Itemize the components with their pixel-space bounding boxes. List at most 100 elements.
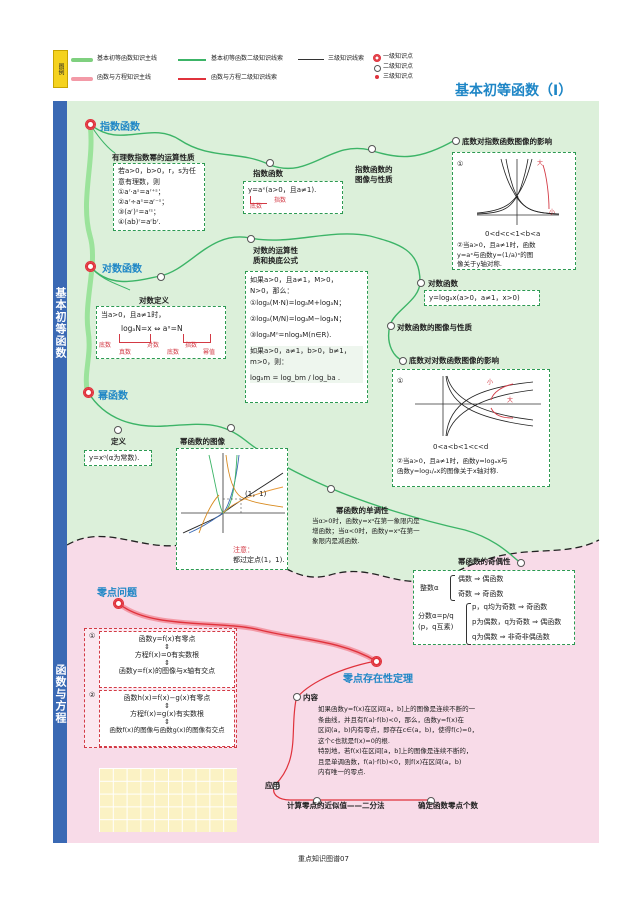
log-def-box: 当a>0，且a≠1时， logₐN=x ⇔ aˣ=N 底数 真数 对数 底数 指… — [96, 306, 226, 359]
zero-box: ① 函数y=f(x)有零点 ⇕ 方程f(x)=0有实数根 ⇕ 函数y=f(x)的… — [84, 628, 237, 748]
legend-secondary-swatch — [178, 59, 206, 61]
legend-level1: 一级知识点 — [383, 53, 414, 60]
log-rule-2: ②logₐ(M/N)=logₐM−logₐN； — [250, 315, 346, 323]
legend-eq-secondary-swatch — [178, 78, 206, 80]
exp-def-label-index: 指数 — [274, 197, 287, 204]
log-rule-1: ①logₐ(M·N)=logₐM+logₐN； — [250, 299, 346, 307]
node-dot-bisection — [313, 797, 321, 805]
parity-int-a: 整数α — [420, 584, 439, 592]
node-dot-content — [293, 693, 301, 701]
node-exp-base-effect: 底数对指数函数图像的影响 — [462, 137, 552, 146]
node-dot-power-def — [114, 426, 122, 434]
legend-level1-icon — [373, 54, 381, 62]
exp-effect-note: ②当a>0，且a≠1时，函数 y=aˣ与函数y=(1/a)ˣ的图 像关于y轴对称… — [457, 241, 536, 268]
legend-eq-main-line: 函数与方程知识主线 — [97, 74, 152, 81]
log-effect-ineq: 0<a<b<1<c<d — [433, 443, 489, 451]
log-def-label-base: 底数 — [99, 342, 112, 349]
parity-frac-a: 分数α=p/q (p，q互素) — [418, 612, 454, 631]
log-def-bracket-right — [183, 334, 211, 343]
exp-rule-1: ①aʳ·aˢ=aʳ⁺ˢ； — [118, 188, 165, 196]
node-exp-fn: 指数函数 — [100, 122, 140, 133]
legend-main-line: 基本初等函数知识主线 — [97, 55, 158, 62]
power-mono-text: 当α>0时，函数y=xᵅ在第一象限内是 增函数；当α<0时，函数y=xᵅ在第一 … — [312, 517, 420, 545]
node-dot-power-parity — [517, 559, 525, 567]
exp-def-box: y=aˣ(a>0，且a≠1). 底数 指数 — [243, 181, 343, 214]
legend-level3: 三级知识点 — [383, 73, 414, 80]
log-effect-note: ②当a>0，且a≠1时，函数y=logₐx与 函数y=log₁/ₐx的图像关于x… — [397, 457, 508, 475]
node-power-parity: 幂函数的奇偶性 — [458, 557, 511, 566]
power-graph-point: (1，1) — [245, 490, 267, 498]
log-def-label-index: 指数 — [185, 342, 198, 349]
legend-level3-icon — [375, 75, 379, 79]
power-def-formula: y=xᵅ(α为常数). — [89, 454, 140, 462]
log-change-intro: 如果a>0，a≠1，b>0，b≠1， m>0，则： — [250, 347, 351, 366]
log-def-label-true: 真数 — [119, 349, 132, 356]
log-def2-formula: y=logₐx(a>0，a≠1，x>0) — [429, 294, 520, 302]
node-content: 内容 — [303, 693, 318, 702]
zero-b1: 函数h(x)=f(x)−g(x)有零点 — [123, 694, 211, 702]
zero-b2: 方程f(x)=g(x)有实数根 — [130, 710, 204, 718]
node-exp-fn2: 指数函数 — [253, 169, 283, 178]
legend-level2-icon — [374, 65, 381, 72]
theorem-text: 如果函数y=f(x)在区间[a，b]上的图像是连续不断的一 条曲线，并且有f(a… — [318, 705, 479, 776]
parity-brace-1 — [450, 575, 455, 601]
zero-a3: 函数y=f(x)的图像与x轴有交点 — [118, 667, 216, 675]
exp-effect-c1: ① — [457, 160, 464, 168]
node-dot-log2 — [417, 279, 425, 287]
power-graph — [181, 453, 285, 534]
zero-inner-1: 函数y=f(x)有零点 ⇕ 方程f(x)=0有实数根 ⇕ 函数y=f(x)的图像… — [99, 631, 235, 688]
node-zero-problem: 零点问题 — [97, 588, 137, 599]
node-dot-exp-graph — [368, 145, 376, 153]
node-marker-exp — [85, 119, 96, 130]
node-exp-graph: 指数函数的 图像与性质 — [355, 165, 393, 184]
parity-f1: p，q均为奇数 ⇒ 奇函数 — [472, 603, 548, 611]
exp-def-bracket — [250, 196, 267, 204]
zero-arrow-a2: ⇕ — [164, 659, 170, 667]
exp-effect-big: 大 — [537, 160, 544, 167]
parity-f2: p为偶数，q为奇数 ⇒ 偶函数 — [472, 618, 562, 626]
node-log-fn2: 对数函数 — [428, 279, 458, 288]
exp-effect-ineq: 0<d<c<1<b<a — [485, 230, 541, 238]
zero-arrow-b1: ⇕ — [164, 702, 170, 710]
node-log-base-effect: 底数对对数函数图像的影响 — [409, 356, 499, 365]
exp-def-formula: y=aˣ(a>0，且a≠1). — [248, 186, 317, 194]
legend-level2: 二级知识点 — [383, 63, 414, 70]
exp-rules-intro: 若a>0，b>0，r，s为任 意有理数，则 — [118, 167, 196, 186]
zero-c2: ② — [89, 691, 96, 699]
parity-f3: q为偶数 ⇒ 非奇非偶函数 — [472, 633, 550, 641]
log-def-label-power: 幂值 — [203, 349, 216, 356]
sidebar-top: 基本初等函数 — [53, 101, 67, 545]
parity-odd: 奇数 ⇒ 奇函数 — [458, 590, 504, 598]
node-power-fn: 幂函数 — [98, 391, 128, 402]
zero-arrow-b2: ⇕ — [164, 718, 170, 726]
node-dot-log-effect — [399, 357, 407, 365]
node-log-def: 对数定义 — [139, 296, 169, 305]
log-rule-3: ③logₐMⁿ=nlogₐM(n∈R). — [250, 331, 332, 339]
log-rules-intro: 如果a>0，且a≠1，M>0， N>0，那么： — [250, 276, 338, 295]
node-log-rules-title: 对数的运算性 质和换底公式 — [253, 246, 298, 265]
node-exp-rules-title: 有理数指数幂的运算性质 — [112, 153, 195, 162]
legend-badge: 图例 — [53, 50, 68, 88]
zero-arrow-a1: ⇕ — [164, 643, 170, 651]
exp-rule-2: ②aʳ÷aˢ=aʳ⁻ˢ； — [118, 198, 169, 206]
log-def-formula: logₐN=x ⇔ aˣ=N — [121, 324, 183, 333]
node-zero-theorem: 零点存在性定理 — [343, 674, 413, 685]
node-dot-power-mono — [327, 485, 335, 493]
exp-def-label-base: 底数 — [250, 203, 263, 210]
node-dot-log-rules — [247, 235, 255, 243]
exp-rule-4: ④(ab)ʳ=aʳbʳ. — [118, 218, 161, 226]
log-change-base: 如果a>0，a≠1，b>0，b≠1， m>0，则： logₐm = log_bm… — [250, 346, 363, 383]
power-parity-box: 整数α 偶数 ⇒ 偶函数 奇数 ⇒ 奇函数 分数α=p/q (p，q互素) p，… — [413, 570, 575, 645]
node-power-def: 定义 — [111, 437, 126, 446]
legend: 图例 基本初等函数知识主线 基本初等函数二级知识线索 三级知识线索 函数与方程知… — [53, 50, 593, 90]
node-application: 应用 — [265, 781, 280, 790]
exp-effect-box: ① 大 小 0<d<c<1<b<a ②当a>0，且a≠1时，函数 y=aˣ与函数… — [452, 152, 576, 270]
legend-eq-secondary-line: 函数与方程二级知识线索 — [211, 74, 278, 81]
legend-eq-main-swatch — [71, 77, 93, 81]
exp-rule-3: ③(aʳ)ˢ=aʳˢ； — [118, 208, 161, 216]
node-dot-application — [272, 782, 280, 790]
log-effect-graph — [415, 375, 541, 437]
log-change-formula: logₐm = log_bm / log_ba . — [250, 374, 341, 382]
power-def-box: y=xᵅ(α为常数). — [84, 450, 152, 466]
log-rules-box: 如果a>0，且a≠1，M>0， N>0，那么： ①logₐ(M·N)=logₐM… — [245, 271, 368, 403]
